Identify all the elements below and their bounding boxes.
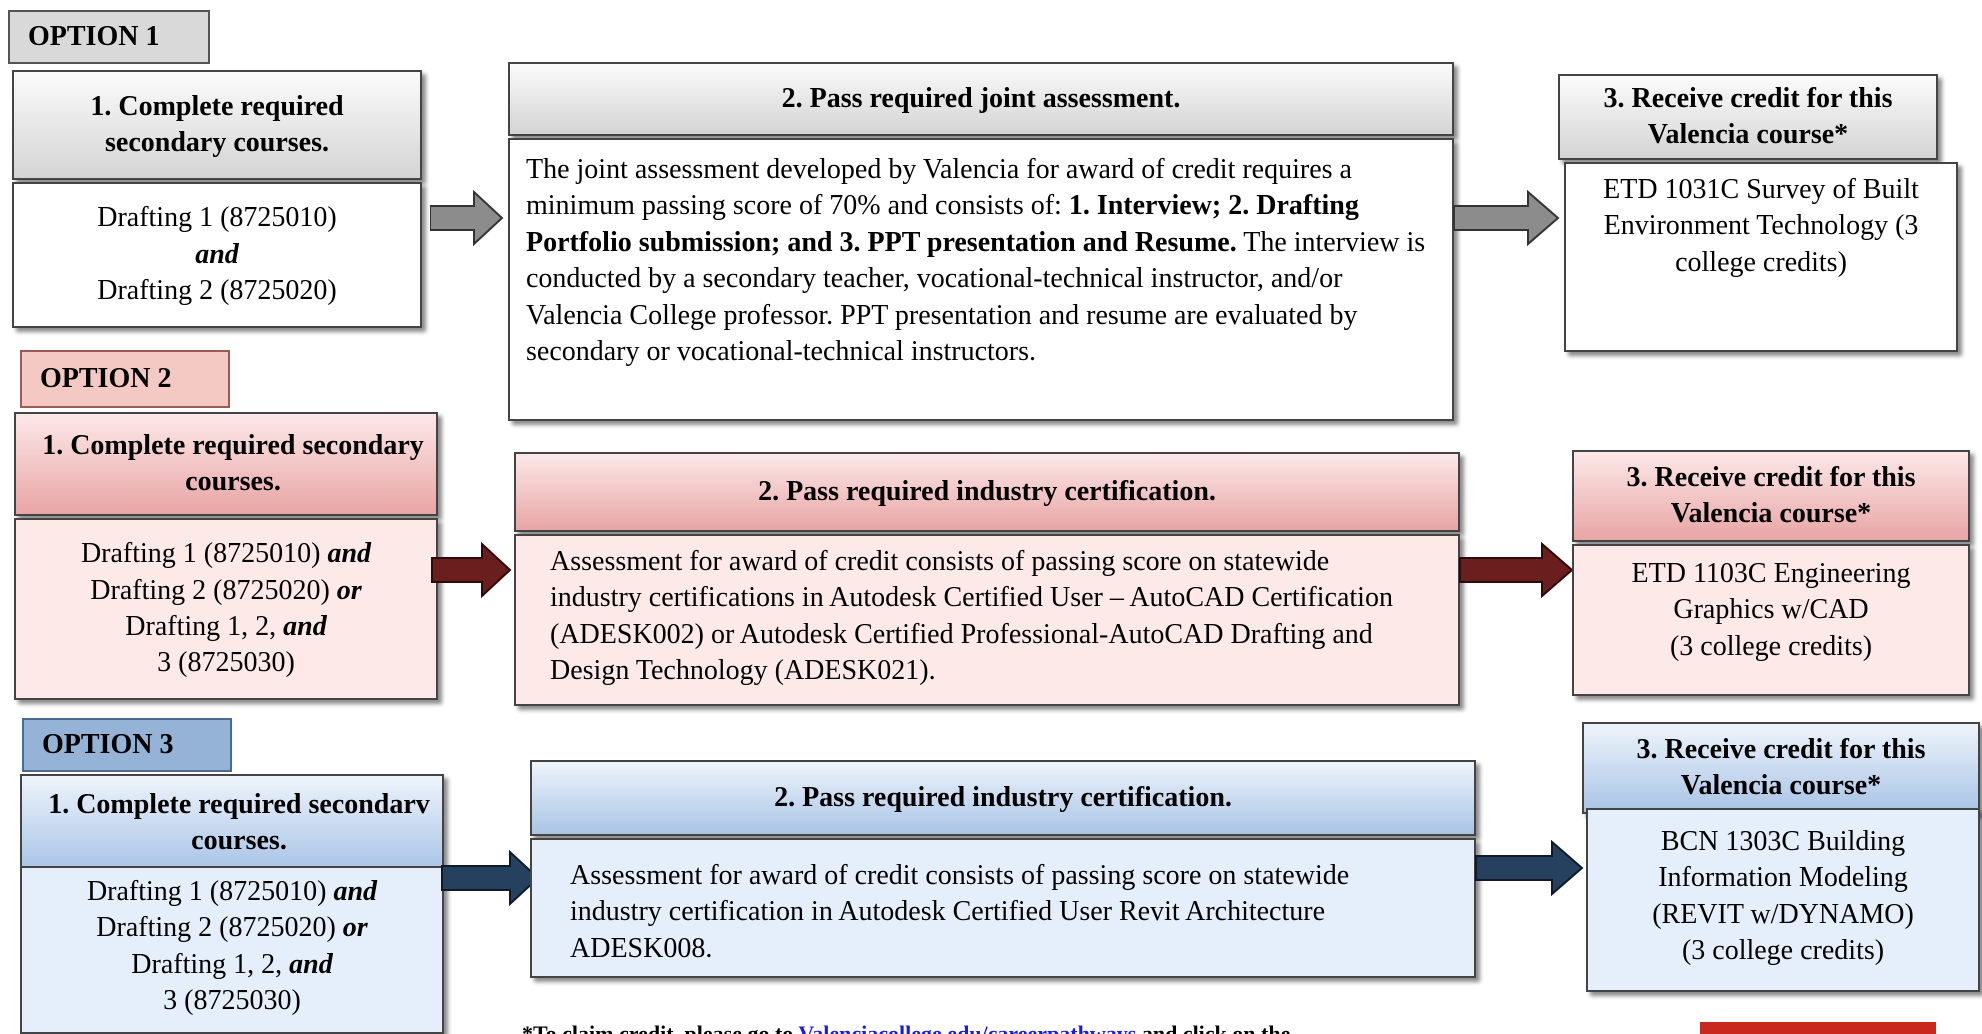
option3-step2-header: 2. Pass required industry certification. bbox=[530, 760, 1476, 836]
option3-course-line-1: Drafting 1 (8725010) and bbox=[87, 874, 377, 910]
option3-course-line-4: 3 (8725030) bbox=[163, 985, 301, 1017]
option3-course-2: Drafting 2 (8725020) bbox=[96, 912, 343, 944]
option2-course-line-4: 3 (8725030) bbox=[157, 647, 295, 679]
option3-and-2: and bbox=[289, 948, 333, 980]
option2-arrow-2 bbox=[1459, 541, 1574, 599]
option2-tab: OPTION 2 bbox=[20, 350, 230, 408]
career-pathways-link[interactable]: Valenciacollege.edu/careerpathways bbox=[798, 1021, 1137, 1034]
option1-step2-text-a: The joint assessment developed by Valenc… bbox=[526, 154, 1352, 222]
option1-course-2: Drafting 2 (8725020) bbox=[97, 275, 337, 307]
option1-step2-text-c: The interview is conducted by a secondar… bbox=[526, 226, 1426, 367]
option1-course-1: Drafting 1 (8725010) bbox=[97, 202, 337, 234]
option3-step1-body: Drafting 1 (8725010) and Drafting 2 (872… bbox=[20, 866, 444, 1034]
option1-arrow-2 bbox=[1453, 189, 1560, 247]
option1-step2-body: The joint assessment developed by Valenc… bbox=[508, 138, 1454, 421]
option3-step1-header: 1. Complete required secondarv courses. bbox=[20, 774, 444, 872]
option3-step2-body: Assessment for award of credit consists … bbox=[530, 838, 1476, 978]
option1-step1-body: Drafting 1 (8725010) and Drafting 2 (872… bbox=[12, 182, 422, 328]
option1-tab: OPTION 1 bbox=[8, 10, 210, 64]
option2-course-line-2: Drafting 2 (8725020) or bbox=[90, 573, 361, 609]
option3-arrow-2 bbox=[1475, 839, 1584, 897]
footer-suffix: and click on the bbox=[1141, 1021, 1291, 1034]
option2-step2-body: Assessment for award of credit consists … bbox=[514, 534, 1460, 706]
option3-course-name-3: (REVIT w/DYNAMO) bbox=[1652, 898, 1914, 930]
option3-and-1: and bbox=[333, 876, 378, 907]
option3-credits: (3 college credits) bbox=[1681, 935, 1885, 967]
option2-and-1: and bbox=[327, 538, 372, 570]
option1-step3-body: ETD 1031C Survey of Built Environment Te… bbox=[1564, 162, 1958, 352]
option2-course-line-1: Drafting 1 (8725010) and bbox=[81, 536, 371, 572]
option3-course-line-2: Drafting 2 (8725020) or bbox=[96, 910, 367, 946]
option1-step2-text-b: 1. Interview; 2. Drafting Portfolio subm… bbox=[526, 190, 1359, 258]
option2-course-name-1: ETD 1103C Engineering bbox=[1631, 558, 1911, 589]
option3-course-name-2: Information Modeling bbox=[1658, 862, 1908, 894]
option2-or: or bbox=[336, 574, 362, 606]
option2-course-line-3: Drafting 1, 2, and bbox=[125, 609, 326, 645]
option3-step3-header: 3. Receive credit for this Valencia cour… bbox=[1582, 722, 1980, 814]
option3-course-1: Drafting 1 (8725010) bbox=[86, 876, 334, 907]
option2-and-2: and bbox=[283, 611, 327, 642]
option2-course-1: Drafting 1 (8725010) bbox=[80, 538, 328, 570]
option2-step2-header: 2. Pass required industry certification. bbox=[514, 452, 1460, 532]
option1-step3-header: 3. Receive credit for this Valencia cour… bbox=[1558, 74, 1938, 160]
option3-course-name-1: BCN 1303C Building bbox=[1660, 826, 1906, 857]
option1-step1-header: 1. Complete required secondary courses. bbox=[12, 70, 422, 180]
option2-step1-header: 1. Complete required secondary courses. bbox=[14, 412, 438, 516]
option2-step1-body: Drafting 1 (8725010) and Drafting 2 (872… bbox=[14, 518, 438, 700]
option3-arrow-1 bbox=[441, 849, 540, 907]
option2-step3-header: 3. Receive credit for this Valencia cour… bbox=[1572, 450, 1970, 542]
option3-course-3: Drafting 1, 2, bbox=[131, 948, 290, 980]
option2-step3-body: ETD 1103C Engineering Graphics w/CAD (3 … bbox=[1572, 544, 1970, 696]
option2-course-name-2: Graphics w/CAD bbox=[1673, 594, 1869, 626]
option1-arrow-1 bbox=[430, 189, 504, 247]
option2-course-3: Drafting 1, 2, bbox=[125, 611, 284, 642]
footer-instructions: *To claim credit, please go to Valenciac… bbox=[522, 1020, 1522, 1034]
option2-credits: (3 college credits) bbox=[1669, 630, 1873, 662]
option1-and: and bbox=[195, 238, 239, 270]
option3-step3-body: BCN 1303C Building Information Modeling … bbox=[1586, 808, 1980, 992]
option2-arrow-1 bbox=[431, 541, 512, 599]
option3-or: or bbox=[342, 912, 368, 944]
option3-tab: OPTION 3 bbox=[22, 718, 232, 772]
valencia-logo bbox=[1700, 1022, 1936, 1034]
option1-step2-header: 2. Pass required joint assessment. bbox=[508, 62, 1454, 136]
option2-course-2: Drafting 2 (8725020) bbox=[90, 574, 337, 606]
option3-course-line-3: Drafting 1, 2, and bbox=[131, 947, 332, 983]
footer-prefix: *To claim credit, please go to bbox=[522, 1021, 794, 1034]
